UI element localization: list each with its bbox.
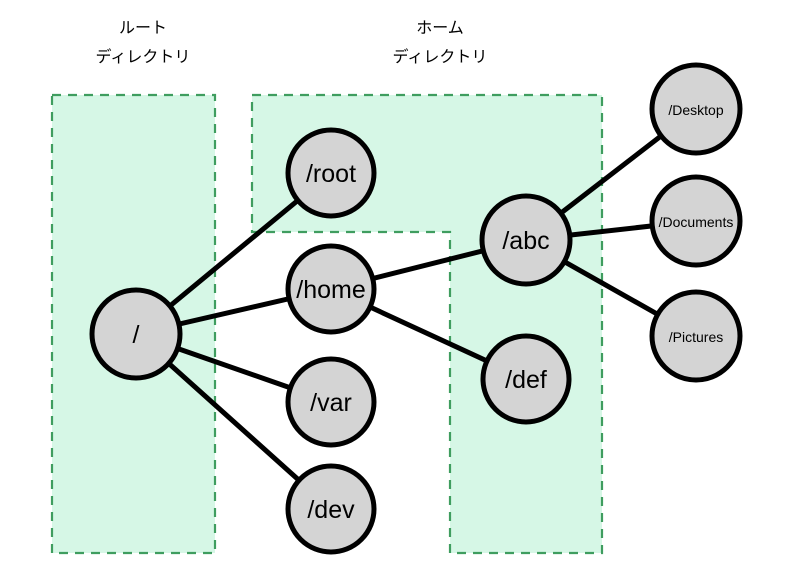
node-dev-circle[interactable] [285, 463, 377, 555]
root-directory-label-line1: ルート [119, 20, 167, 37]
node-home-label: /home [296, 276, 365, 304]
node-def-circle[interactable] [480, 333, 572, 425]
node-root-dir-label: /root [306, 160, 356, 188]
node-dev-label: /dev [307, 496, 355, 524]
node-var-circle[interactable] [285, 356, 377, 448]
node-pictures-circle[interactable] [649, 289, 743, 383]
node-dev[interactable]: /dev [285, 463, 377, 555]
node-documents-label: /Documents [659, 214, 734, 230]
node-layer: / /root/home/var/dev/abc/def/Desktop/Docu… [89, 62, 743, 555]
node-pictures-label: /Pictures [669, 329, 723, 345]
node-abc-circle[interactable] [479, 193, 573, 287]
region-label-layer: ルート ディレクトリ ホーム ディレクトリ [96, 20, 488, 66]
node-desktop-circle[interactable] [649, 62, 743, 156]
node-var-label: /var [310, 389, 352, 417]
node-abc[interactable]: /abc [479, 193, 573, 287]
node-root-dir[interactable]: /root [285, 127, 377, 219]
node-documents-circle[interactable] [649, 174, 743, 268]
node-root-dir-circle[interactable] [285, 127, 377, 219]
home-directory-label-line1: ホーム [416, 20, 464, 37]
node-home-circle[interactable] [285, 243, 377, 335]
node-pictures[interactable]: /Pictures [649, 289, 743, 383]
node-abc-label: /abc [502, 227, 549, 255]
root-directory-label-line2: ディレクトリ [96, 47, 191, 66]
node-root-circle[interactable] [89, 287, 183, 381]
home-directory-label-line2: ディレクトリ [393, 47, 488, 66]
node-root[interactable]: / [89, 287, 183, 381]
node-var[interactable]: /var [285, 356, 377, 448]
node-home[interactable]: /home [285, 243, 377, 335]
node-documents[interactable]: /Documents [649, 174, 743, 268]
node-desktop-label: /Desktop [668, 102, 723, 118]
node-desktop[interactable]: /Desktop [649, 62, 743, 156]
node-def-label: /def [505, 366, 547, 394]
node-def[interactable]: /def [480, 333, 572, 425]
node-root-label: / [133, 321, 140, 349]
